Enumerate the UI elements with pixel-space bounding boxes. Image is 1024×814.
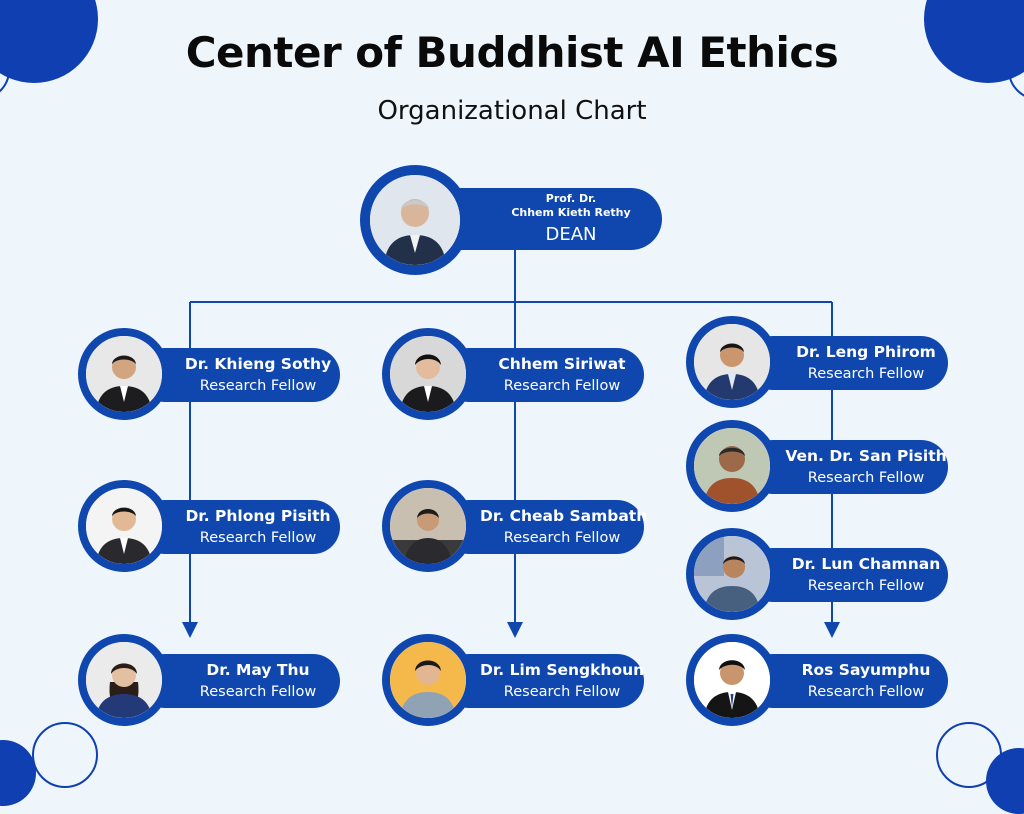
member-node: Dr. Lun Chamnan Research Fellow [686, 528, 956, 620]
member-label-pill: Ros Sayumphu Research Fellow [746, 654, 948, 708]
member-role: Research Fellow [503, 684, 621, 700]
person-photo-icon [390, 488, 466, 564]
member-role: Research Fellow [807, 470, 925, 486]
member-node: Dr. Leng Phirom Research Fellow [686, 316, 956, 408]
member-node: Ros Sayumphu Research Fellow [686, 634, 956, 726]
member-node: Dr. May Thu Research Fellow [78, 634, 348, 726]
member-photo [686, 528, 778, 620]
member-name: Dr. Lim Sengkhoun [480, 661, 645, 679]
member-label-pill: Dr. May Thu Research Fellow [138, 654, 340, 708]
member-label-pill: Chhem Siriwat Research Fellow [442, 348, 644, 402]
member-photo [382, 480, 474, 572]
member-node: Ven. Dr. San Pisith Research Fellow [686, 420, 956, 512]
member-role: Research Fellow [807, 578, 925, 594]
page-title: Center of Buddhist AI Ethics [185, 28, 839, 77]
member-name: Chhem Siriwat [498, 355, 626, 373]
member-node: Dr. Phlong Pisith Research Fellow [78, 480, 348, 572]
member-label-pill: Dr. Cheab Sambath Research Fellow [442, 500, 648, 554]
person-photo-icon [694, 642, 770, 718]
member-role: Research Fellow [503, 378, 621, 394]
dean-title-prefix: Prof. Dr. [545, 192, 597, 205]
person-photo-icon [370, 175, 460, 265]
member-label-pill: Dr. Lim Sengkhoun Research Fellow [442, 654, 644, 708]
member-label-pill: Dr. Khieng Sothy Research Fellow [138, 348, 340, 402]
person-photo-icon [390, 642, 466, 718]
person-photo-icon [694, 324, 770, 400]
member-label-pill: Dr. Leng Phirom Research Fellow [746, 336, 948, 390]
person-photo-icon [694, 428, 770, 504]
member-photo [382, 634, 474, 726]
person-photo-icon [86, 488, 162, 564]
member-photo [78, 634, 170, 726]
dean-name: Chhem Kieth Rethy [511, 206, 631, 219]
member-photo [686, 634, 778, 726]
member-role: Research Fellow [199, 378, 317, 394]
member-name: Dr. Lun Chamnan [791, 555, 941, 573]
member-name: Dr. May Thu [206, 661, 310, 679]
member-name: Dr. Khieng Sothy [184, 355, 332, 373]
member-role: Research Fellow [807, 684, 925, 700]
member-label-pill: Dr. Phlong Pisith Research Fellow [138, 500, 340, 554]
member-node: Dr. Khieng Sothy Research Fellow [78, 328, 348, 420]
member-label-pill: Ven. Dr. San Pisith Research Fellow [746, 440, 948, 494]
member-photo [686, 316, 778, 408]
member-photo [686, 420, 778, 512]
member-node: Dr. Cheab Sambath Research Fellow [382, 480, 652, 572]
dean-photo [360, 165, 470, 275]
person-photo-icon [86, 642, 162, 718]
member-name: Ven. Dr. San Pisith [785, 447, 947, 465]
member-role: Research Fellow [503, 530, 621, 546]
member-name: Dr. Phlong Pisith [185, 507, 331, 525]
member-role: Research Fellow [807, 366, 925, 382]
page-subtitle: Organizational Chart [377, 96, 647, 126]
member-label-pill: Dr. Lun Chamnan Research Fellow [746, 548, 948, 602]
person-photo-icon [694, 536, 770, 612]
member-photo [382, 328, 474, 420]
member-node: Dr. Lim Sengkhoun Research Fellow [382, 634, 652, 726]
member-role: Research Fellow [199, 530, 317, 546]
dean-node: Prof. Dr. Chhem Kieth Rethy DEAN [360, 165, 670, 275]
member-name: Dr. Leng Phirom [796, 343, 936, 361]
member-node: Chhem Siriwat Research Fellow [382, 328, 652, 420]
person-photo-icon [86, 336, 162, 412]
member-role: Research Fellow [199, 684, 317, 700]
member-name: Ros Sayumphu [801, 661, 931, 679]
member-name: Dr. Cheab Sambath [480, 507, 648, 525]
dean-role: DEAN [545, 224, 597, 245]
member-photo [78, 328, 170, 420]
member-photo [78, 480, 170, 572]
person-photo-icon [390, 336, 466, 412]
